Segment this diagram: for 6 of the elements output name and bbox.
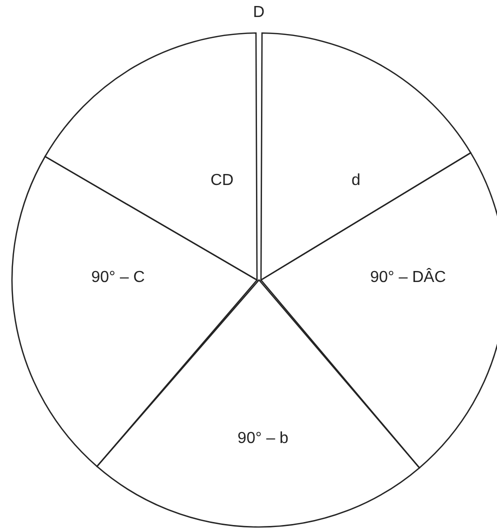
sector-label: CD [210, 171, 234, 191]
sector-label: d [352, 171, 360, 191]
vertex-label: D [253, 4, 265, 22]
sector-label: 90° – C [91, 268, 145, 288]
sector-label: 90° – b [238, 429, 288, 449]
sector-label: 90° – DÂC [370, 267, 446, 288]
